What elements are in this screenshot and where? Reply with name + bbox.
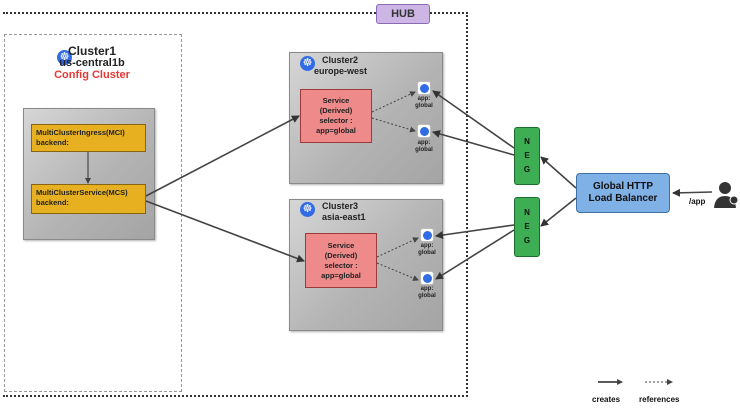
cluster3-region: asia-east1 [322,212,366,222]
global-load-balancer[interactable]: Global HTTP Load Balancer [576,173,670,213]
service-line: selector : [319,116,353,125]
cluster2-title: Cluster2 [322,55,359,65]
service-reference-arrow [376,262,419,281]
cluster2-service-box[interactable]: Service (Derived) selector : app=global [300,89,372,143]
pod-icon[interactable] [420,228,434,242]
mcs-to-cluster2-service-arrow [145,115,300,197]
service-line: (Derived) [319,106,353,115]
mcs-backend: backend: [36,198,69,207]
mci-backend: backend: [36,138,69,147]
lb-to-neg-arrow [540,156,577,189]
cluster1-boundary [4,34,182,392]
mcs-label: MultiClusterService(MCS) [36,188,128,197]
legend-references: references [639,395,680,404]
service-line: selector : [324,260,358,270]
service-line: app=global [321,270,361,280]
lb-to-neg-arrow [540,197,577,227]
path-label: /app [689,197,706,206]
service-reference-arrow [371,91,416,113]
pod-label: app:global [415,140,433,153]
mcs-box[interactable]: MultiClusterService(MCS) backend: [31,184,146,214]
mcs-to-cluster3-service-arrow [145,200,305,263]
pod-label: app:global [418,286,436,299]
user-icon [714,182,739,208]
cluster1-title: Cluster1 [67,44,117,58]
cluster2-region: europe-west [314,66,368,76]
service-line: app=global [316,126,356,135]
service-line: (Derived) [324,250,358,260]
mci-label: MultiClusterIngress(MCI) [36,128,125,137]
pod-icon[interactable] [417,81,431,95]
pod-icon[interactable] [420,271,434,285]
cluster3-service-box[interactable]: Service (Derived) selector : app=global [305,233,377,288]
mci-box[interactable]: MultiClusterIngress(MCI) backend: [31,124,146,152]
config-cluster-label: Config Cluster [54,69,130,81]
hub-label: HUB [376,4,430,24]
hub-boundary [3,12,468,397]
legend-creates: creates [592,395,621,404]
kubernetes-icon: ☸ [300,202,315,217]
cluster1-region: us-central1b [59,57,125,69]
cluster3-title: Cluster3 [322,201,359,211]
kubernetes-icon: ☸ [57,50,72,65]
pod-label: app:global [418,243,436,256]
pod-label: app:global [415,96,433,109]
service-reference-arrow [376,237,419,258]
service-line: Service [322,96,350,105]
neg-to-pod-arrow [432,90,515,149]
neg-to-pod-arrow [435,224,515,239]
service-line: Service [327,240,355,250]
user-to-lb-arrow [672,188,713,197]
kubernetes-icon: ☸ [300,56,315,71]
neg-to-pod-arrow [435,229,515,280]
pod-icon[interactable] [417,124,431,138]
service-reference-arrow [371,117,416,133]
neg-to-pod-arrow [432,130,515,156]
